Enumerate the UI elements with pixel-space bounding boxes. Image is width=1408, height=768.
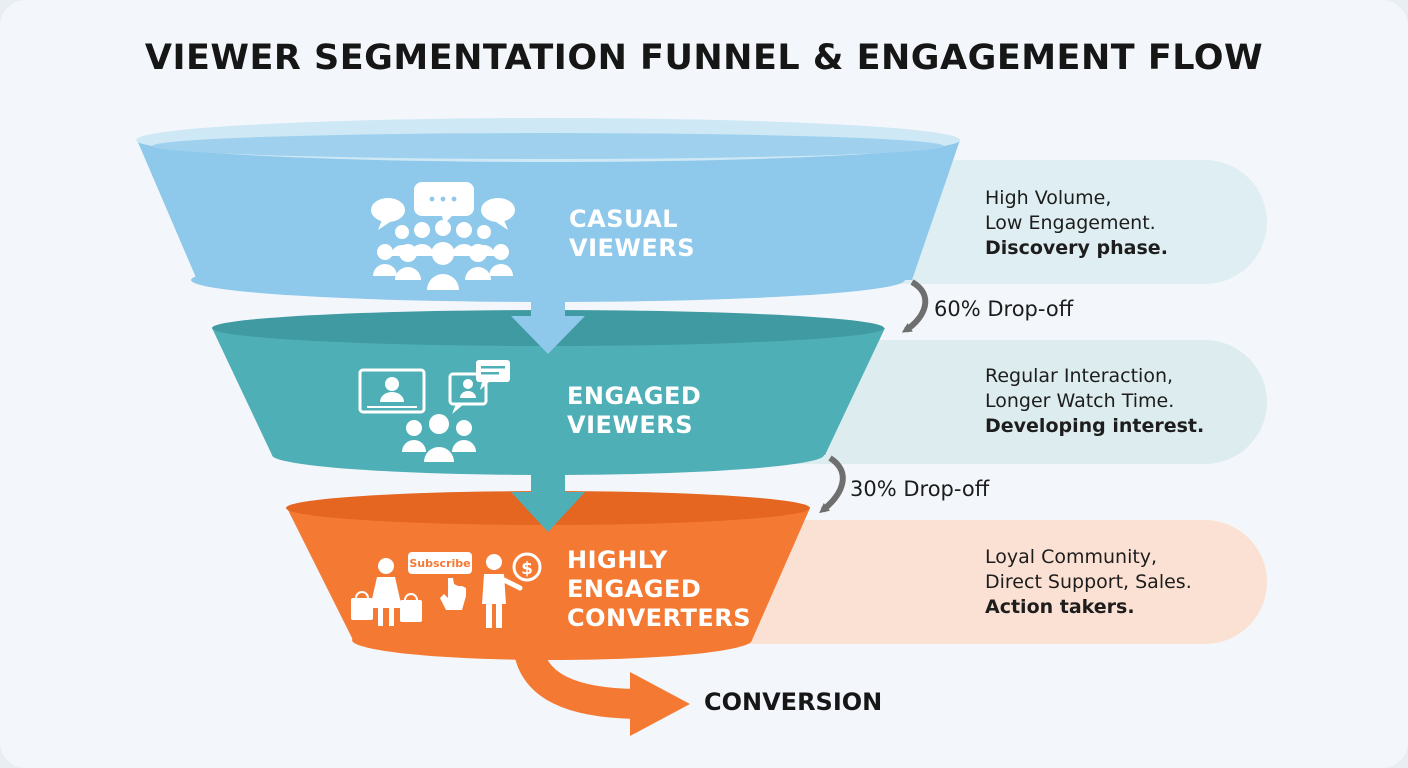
converters-description-panel	[740, 520, 1267, 644]
description-line: Low Engagement.	[985, 212, 1156, 234]
dropoff-label-1: 60% Drop-off	[934, 297, 1074, 321]
stage-label-line: CASUAL	[569, 205, 679, 233]
page-title: VIEWER SEGMENTATION FUNNEL & ENGAGEMENT …	[144, 38, 1264, 78]
stage-label-line: ENGAGED	[567, 575, 702, 603]
description-line: Longer Watch Time.	[985, 390, 1175, 412]
dropoff-label-2: 30% Drop-off	[850, 477, 990, 501]
casual-description: High Volume, Low Engagement. Discovery p…	[985, 186, 1168, 261]
description-emphasis: Discovery phase.	[985, 237, 1168, 259]
stage-label-converters: HIGHLY ENGAGED CONVERTERS	[567, 546, 751, 633]
stage-label-casual: CASUAL VIEWERS	[569, 205, 695, 263]
video-comment-group-icon	[358, 360, 510, 462]
description-emphasis: Developing interest.	[985, 415, 1205, 437]
stage-label-line: ENGAGED	[567, 382, 702, 410]
description-line: Regular Interaction,	[985, 365, 1174, 387]
dropoff-arrow-1	[901, 279, 929, 333]
converters-description: Loyal Community, Direct Support, Sales. …	[985, 545, 1192, 620]
flow-arrow-engaged-to-converters	[511, 470, 585, 532]
stage-label-line: VIEWERS	[567, 411, 694, 439]
stage-label-line: CONVERTERS	[567, 604, 752, 632]
description-line: High Volume,	[985, 187, 1112, 209]
description-line: Loyal Community,	[985, 546, 1158, 568]
description-line: Direct Support, Sales.	[985, 571, 1192, 593]
flow-arrow-casual-to-engaged	[511, 296, 585, 354]
description-emphasis: Action takers.	[985, 596, 1135, 618]
svg-text:$: $	[521, 559, 533, 579]
dropoff-arrow-2	[819, 455, 846, 514]
subscribe-button-graphic	[408, 552, 472, 574]
subscribe-button-text: Subscribe	[409, 557, 470, 570]
funnel-stage-casual	[136, 118, 960, 302]
stage-label-line: VIEWERS	[569, 234, 696, 262]
conversion-label: CONVERSION	[704, 688, 883, 716]
stage-label-engaged: ENGAGED VIEWERS	[567, 382, 701, 440]
engaged-description-panel	[780, 340, 1267, 464]
crowd-chat-icon	[371, 182, 515, 290]
engaged-description: Regular Interaction, Longer Watch Time. …	[985, 364, 1204, 439]
shopper-subscribe-support-icon: Subscribe $	[351, 552, 542, 628]
stage-label-line: HIGHLY	[567, 546, 668, 574]
